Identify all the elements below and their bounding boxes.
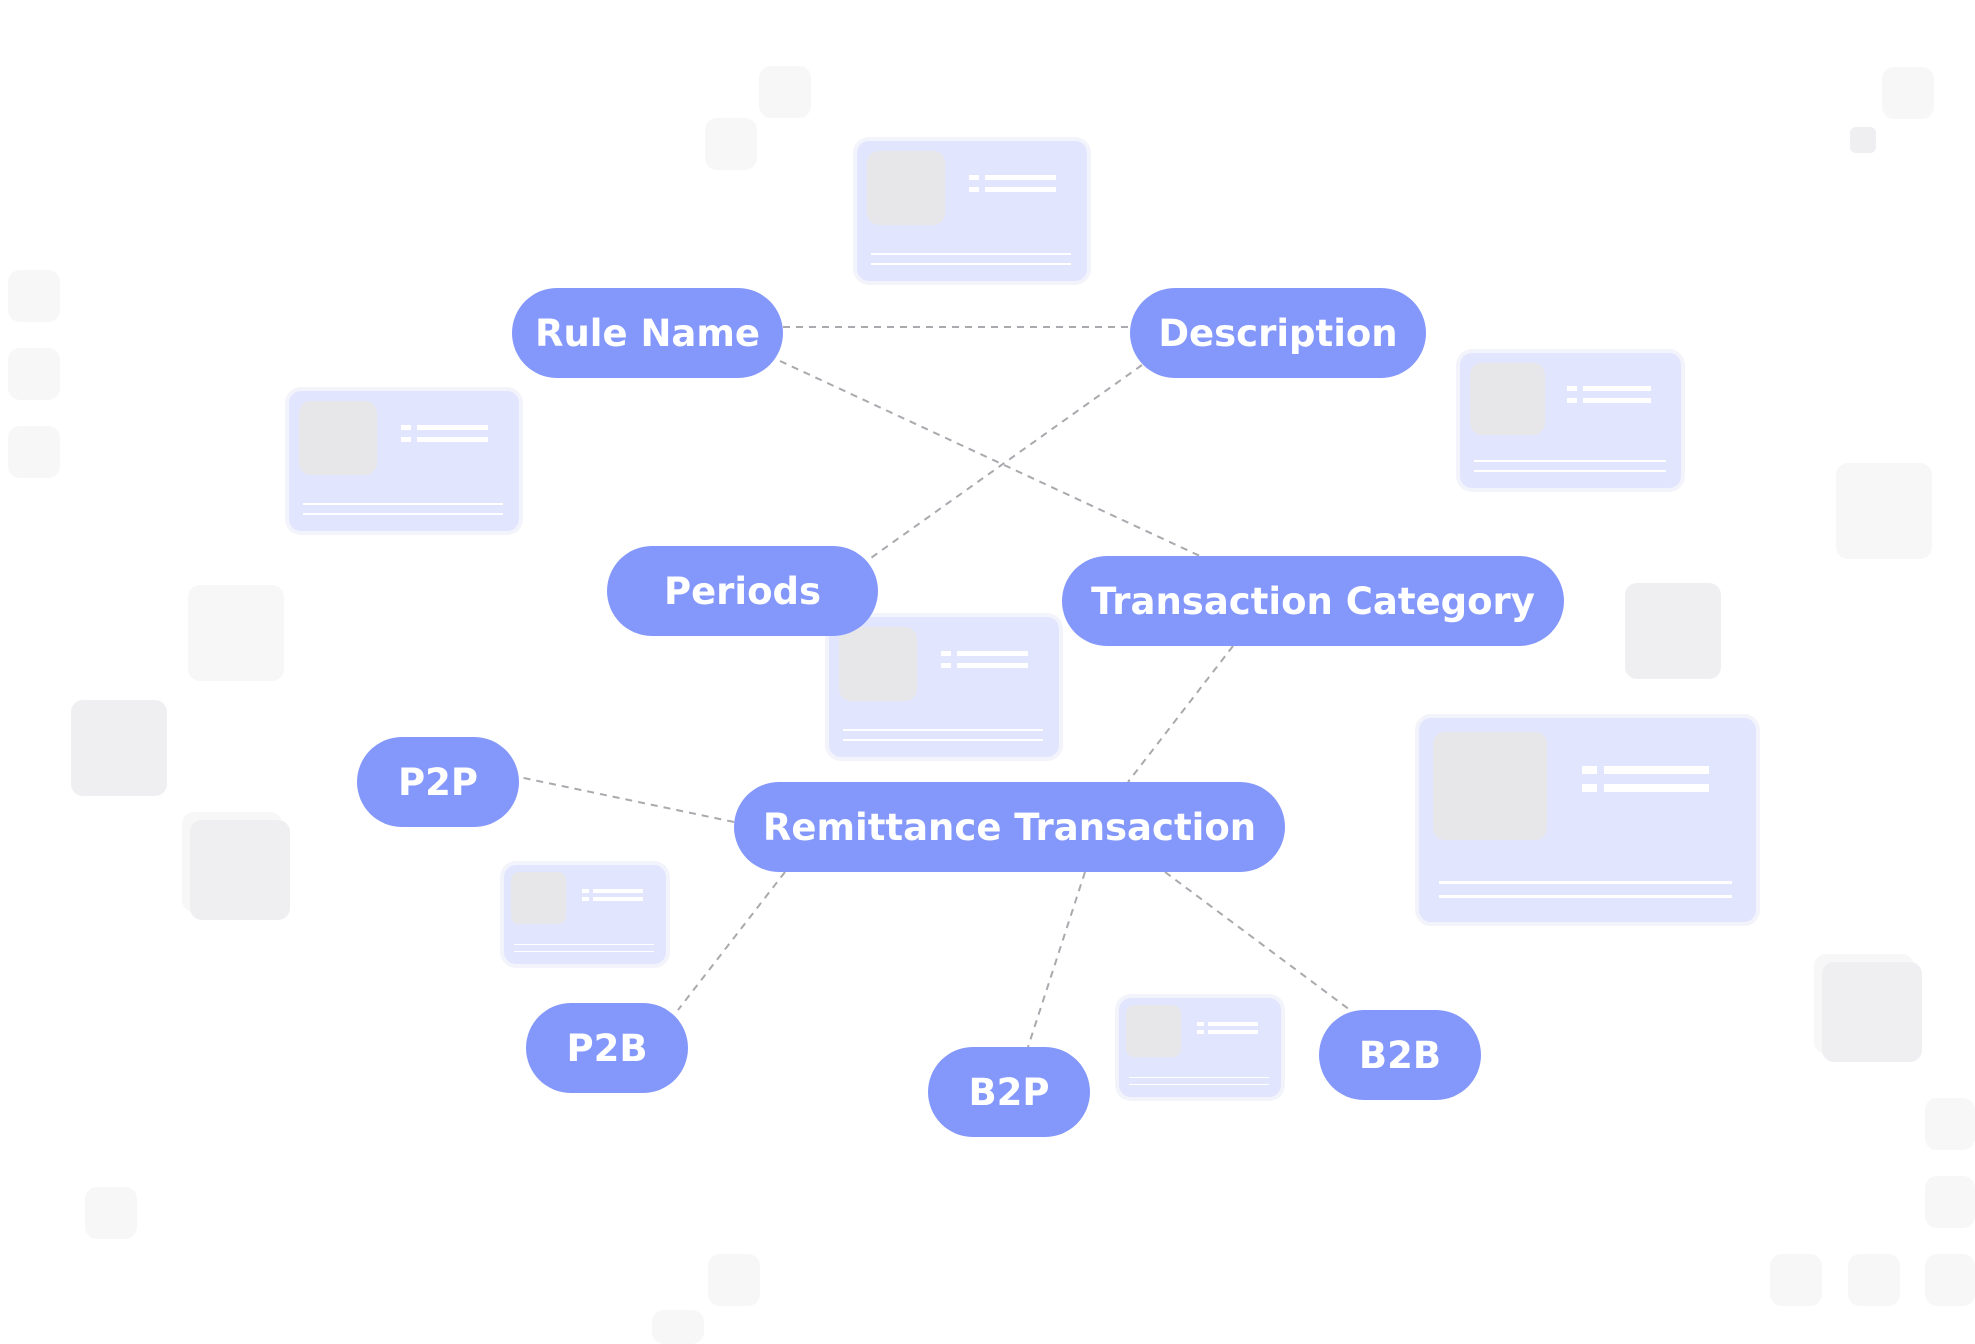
background-square bbox=[1822, 962, 1922, 1062]
background-square bbox=[8, 348, 60, 400]
background-square bbox=[652, 1310, 704, 1344]
node-p2b[interactable]: P2B bbox=[526, 1003, 688, 1093]
decorative-card bbox=[857, 141, 1087, 281]
node-periods[interactable]: Periods bbox=[607, 546, 878, 636]
background-square bbox=[85, 1187, 137, 1239]
connector-rule-name-transaction-category bbox=[779, 360, 1201, 557]
node-rule-name[interactable]: Rule Name bbox=[512, 288, 783, 378]
background-square bbox=[1925, 1254, 1975, 1306]
background-square bbox=[759, 66, 811, 118]
background-square bbox=[1882, 67, 1934, 119]
background-square bbox=[1848, 1254, 1900, 1306]
background-square bbox=[188, 585, 284, 681]
connector-remittance-transaction-p2p bbox=[518, 776, 735, 823]
background-square bbox=[1625, 583, 1721, 679]
connector-description-periods bbox=[867, 364, 1143, 561]
background-square bbox=[1850, 127, 1876, 153]
decorative-card bbox=[1460, 353, 1681, 488]
node-b2b[interactable]: B2B bbox=[1319, 1010, 1481, 1100]
background-square bbox=[71, 700, 167, 796]
node-description[interactable]: Description bbox=[1130, 288, 1426, 378]
decorative-card bbox=[504, 865, 666, 964]
node-transaction-category[interactable]: Transaction Category bbox=[1062, 556, 1564, 646]
node-b2p[interactable]: B2P bbox=[928, 1047, 1090, 1137]
background-square bbox=[190, 820, 290, 920]
background-square bbox=[8, 270, 60, 322]
connector-remittance-transaction-b2p bbox=[1027, 871, 1086, 1048]
decorative-card bbox=[289, 391, 519, 531]
background-square bbox=[1925, 1176, 1975, 1228]
connector-transaction-category-remittance-transaction bbox=[1127, 645, 1234, 783]
node-p2p[interactable]: P2P bbox=[357, 737, 519, 827]
decorative-card bbox=[1419, 718, 1756, 922]
background-square bbox=[705, 118, 757, 170]
connector-remittance-transaction-b2b bbox=[1164, 871, 1351, 1011]
node-remittance-transaction[interactable]: Remittance Transaction bbox=[734, 782, 1285, 872]
background-square bbox=[1925, 1098, 1975, 1150]
connector-remittance-transaction-p2b bbox=[677, 871, 786, 1011]
decorative-card bbox=[1119, 998, 1281, 1097]
background-square bbox=[1770, 1254, 1822, 1306]
background-square bbox=[1836, 463, 1932, 559]
background-square bbox=[8, 426, 60, 478]
background-square bbox=[708, 1254, 760, 1306]
decorative-card bbox=[829, 617, 1059, 757]
